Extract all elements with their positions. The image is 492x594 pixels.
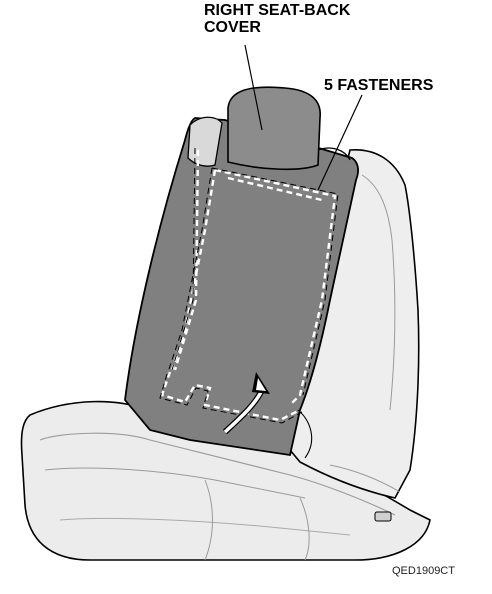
seat-cushion (20, 400, 431, 561)
figure-id: QED1909CT (392, 565, 455, 577)
seat-back-cover-label: RIGHT SEAT-BACK COVER (204, 2, 351, 36)
fasteners-label: 5 FASTENERS (324, 77, 434, 94)
leader-lines (244, 44, 363, 191)
fastener-outline-dark (159, 147, 339, 424)
cover-leader-line (244, 44, 263, 131)
removal-arrow (222, 372, 270, 435)
fasteners-leader-line (317, 94, 363, 191)
right-seat-back-cover (124, 86, 359, 459)
